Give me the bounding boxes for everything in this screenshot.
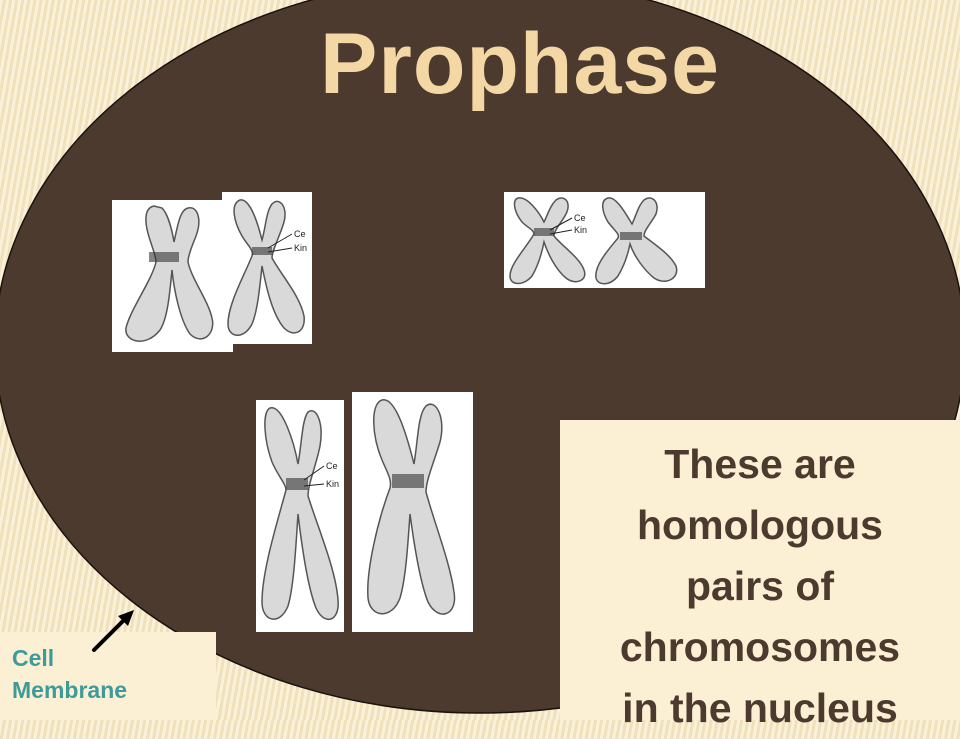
chromosome-card: Ce Kin <box>256 400 344 632</box>
slide-title: Prophase <box>320 16 720 112</box>
pointer-arrow-icon <box>92 610 134 652</box>
caption-line: in the nucleus <box>622 685 898 731</box>
centromere-tag: Ce <box>294 229 306 239</box>
chromosome-card <box>352 392 473 632</box>
chromosome-shape <box>125 205 214 342</box>
centromere-tag: Ce <box>326 461 338 471</box>
chromosome-card: Ce Kin <box>504 192 705 288</box>
chromosome-card <box>112 200 233 352</box>
caption-box: These are homologous pairs of chromosome… <box>560 420 960 731</box>
caption-line: These are <box>664 441 856 487</box>
kinetochore-tag: Kin <box>574 225 587 235</box>
chromosome-shape <box>227 199 305 336</box>
membrane-label-line: Cell <box>12 645 55 671</box>
membrane-label-line: Membrane <box>12 677 128 703</box>
chromosome-shape <box>261 407 339 620</box>
caption-line: chromosomes <box>619 624 901 670</box>
kinetochore-tag: Kin <box>294 243 307 253</box>
cell-membrane-label: Cell Membrane <box>0 632 216 720</box>
kinetochore-tag: Kin <box>326 479 339 489</box>
centromere-tag: Ce <box>574 213 586 223</box>
caption-line: pairs of <box>685 563 835 609</box>
caption-line: homologous <box>637 502 883 548</box>
chromosome-shape <box>509 197 678 285</box>
chromosome-card: Ce Kin <box>222 192 312 344</box>
chromosome-shape <box>367 399 456 615</box>
